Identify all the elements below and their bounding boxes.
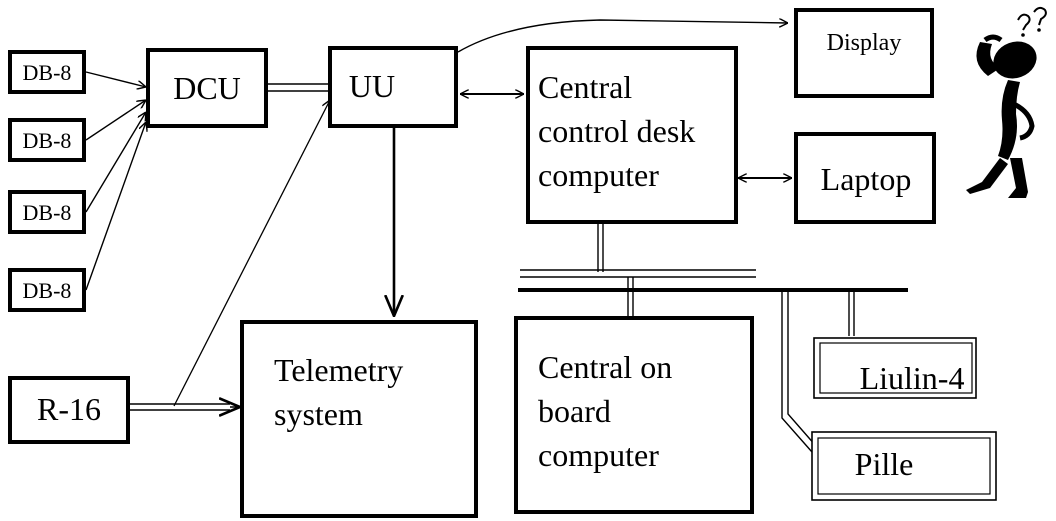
r16-label: R-16 <box>37 391 101 427</box>
dcu-box: DCU <box>146 48 268 128</box>
db8-4-to-dcu-arrow <box>85 122 146 291</box>
bus-pille-link <box>781 292 817 453</box>
liulin4-label: Liulin-4 <box>860 360 965 396</box>
bus-onboard-link <box>627 277 634 318</box>
laptop-box: Laptop <box>794 132 936 224</box>
db8-box-1: DB-8 <box>8 50 86 94</box>
laptop-label: Laptop <box>821 161 912 197</box>
db8-box-3: DB-8 <box>8 190 86 234</box>
db8-box-2: DB-8 <box>8 118 86 162</box>
network-bus <box>518 269 908 292</box>
pille-box: Pille <box>811 431 997 501</box>
r16-to-telemetry-arrow <box>130 404 240 410</box>
uu-label: UU <box>349 68 395 104</box>
dcu-label: DCU <box>173 70 241 106</box>
display-label: Display <box>827 30 902 56</box>
db8-label: DB-8 <box>23 60 72 85</box>
telemetry-system-label: Telemetry system <box>274 352 411 432</box>
uu-to-display-arrow <box>457 20 788 53</box>
dcu-uu-bus <box>268 83 330 92</box>
control-desk-bus-link <box>597 224 604 272</box>
connections <box>85 20 908 453</box>
central-on-board-computer-label: Central on board computer <box>538 349 680 473</box>
r16-box: R-16 <box>8 376 130 444</box>
db8-box-4: DB-8 <box>8 268 86 312</box>
db8-3-to-dcu-arrow <box>85 112 146 213</box>
uu-box: UU <box>328 46 458 128</box>
confused-person-icon <box>966 6 1047 198</box>
db8-1-to-dcu-arrow <box>85 71 146 87</box>
db8-label: DB-8 <box>23 128 72 153</box>
db8-label: DB-8 <box>23 200 72 225</box>
central-on-board-computer-box: Central on board computer <box>514 316 754 514</box>
central-control-desk-label: Central control desk computer <box>538 69 703 193</box>
pille-label: Pille <box>855 446 914 482</box>
bus-liulin-link <box>848 292 855 336</box>
db8-label: DB-8 <box>23 278 72 303</box>
r16-to-uu-arrow <box>173 100 330 407</box>
db8-2-to-dcu-arrow <box>85 100 146 141</box>
telemetry-system-box: Telemetry system <box>240 320 478 518</box>
liulin4-box: Liulin-4 <box>813 337 977 399</box>
display-box: Display <box>794 8 934 98</box>
central-control-desk-box: Central control desk computer <box>526 46 738 224</box>
